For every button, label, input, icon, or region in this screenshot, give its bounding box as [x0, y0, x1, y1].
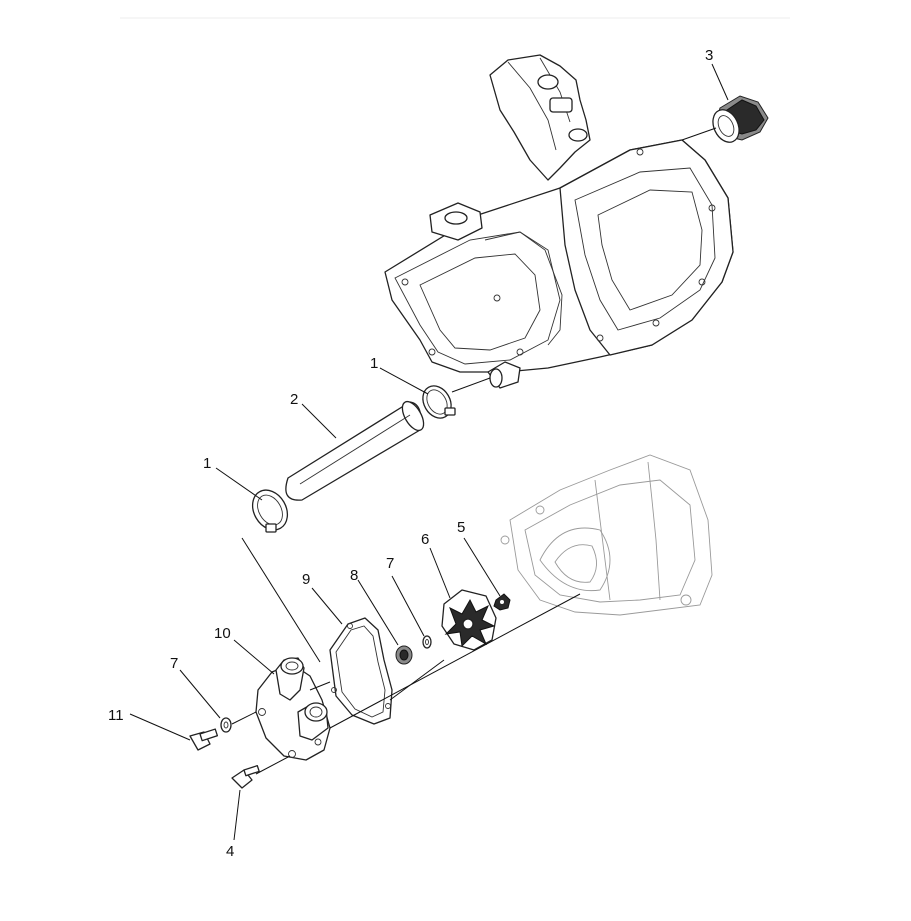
- part-4-bolt: [231, 765, 260, 789]
- callout-7-right: 7: [386, 555, 394, 572]
- part-8-seal: [395, 645, 413, 665]
- assembly-lines: [231, 127, 717, 775]
- callout-1-lower: 1: [203, 455, 211, 472]
- part-2-coolant-hose: [285, 400, 425, 501]
- callout-1-upper: 1: [370, 355, 378, 372]
- callout-leaders: [129, 63, 729, 841]
- callout-7-left: 7: [170, 655, 178, 672]
- callout-11: 11: [108, 707, 124, 724]
- callout-10: 10: [214, 625, 231, 642]
- cylinder-head-assembly: [384, 54, 734, 389]
- callout-6: 6: [421, 531, 429, 548]
- callout-2: 2: [290, 391, 298, 408]
- part-6-impeller: [441, 589, 497, 651]
- callout-8: 8: [350, 567, 358, 584]
- part-7-washer-right: [422, 635, 432, 649]
- part-1-hose-clamp-upper: [422, 385, 456, 419]
- part-9-gasket: [329, 617, 393, 725]
- callout-5: 5: [457, 519, 465, 536]
- part-5-nut: [493, 593, 511, 611]
- callout-labels: 3 1 2 1 5 6 7 8 9 10 7 11 4: [108, 47, 713, 860]
- part-7-washer-left: [220, 717, 232, 733]
- callout-9: 9: [302, 571, 310, 588]
- callout-3: 3: [705, 47, 713, 64]
- part-10-water-pump-cover: [255, 657, 331, 761]
- part-3-fitting: [712, 95, 769, 143]
- callout-4: 4: [226, 843, 234, 860]
- part-11-bolt: [189, 728, 219, 751]
- crankcase-section: [500, 454, 713, 616]
